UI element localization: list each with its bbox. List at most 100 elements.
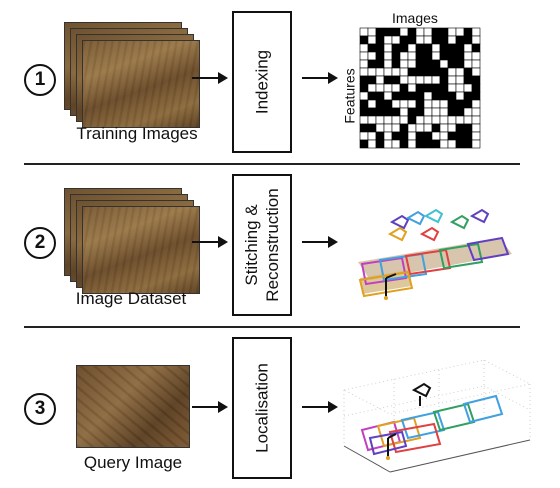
- matrix-cell: [471, 27, 481, 37]
- matrix-cell: [423, 115, 433, 125]
- matrix-cell: [415, 131, 425, 141]
- matrix-cell: [367, 35, 377, 45]
- matrix-cell: [439, 123, 449, 133]
- matrix-cell: [375, 75, 385, 85]
- localisation-illustration: [342, 359, 532, 473]
- matrix-cell: [423, 139, 433, 149]
- matrix-cell: [463, 51, 473, 61]
- matrix-cell: [439, 131, 449, 141]
- matrix-cell: [431, 83, 441, 93]
- stack-card-front: [82, 40, 200, 128]
- matrix-cell: [463, 27, 473, 37]
- matrix-cell: [447, 123, 457, 133]
- matrix-cell: [407, 91, 417, 101]
- matrix-cell: [359, 99, 369, 109]
- matrix-cell: [399, 67, 409, 77]
- matrix-cell: [407, 99, 417, 109]
- matrix-cell: [375, 139, 385, 149]
- matrix-cell: [455, 139, 465, 149]
- matrix-cell: [375, 43, 385, 53]
- matrix-cell: [439, 51, 449, 61]
- matrix-cell: [455, 115, 465, 125]
- matrix-cell: [455, 67, 465, 77]
- matrix-cell: [447, 67, 457, 77]
- matrix-cell: [383, 35, 393, 45]
- matrix-cell: [423, 27, 433, 37]
- matrix-cell: [383, 59, 393, 69]
- matrix-cell: [455, 35, 465, 45]
- matrix-cell: [399, 75, 409, 85]
- image-dataset-caption: Image Dataset: [75, 289, 187, 308]
- matrix-cell: [471, 99, 481, 109]
- matrix-cell: [359, 83, 369, 93]
- matrix-cell: [423, 123, 433, 133]
- matrix-cell: [383, 83, 393, 93]
- matrix-cell: [463, 131, 473, 141]
- matrix-cell: [455, 43, 465, 53]
- matrix-cell: [463, 139, 473, 149]
- stitching-label-line1: Stitching &: [242, 204, 261, 286]
- matrix-cell: [463, 123, 473, 133]
- matrix-cell: [375, 131, 385, 141]
- matrix-cell: [375, 115, 385, 125]
- matrix-cell: [439, 75, 449, 85]
- matrix-cell: [375, 123, 385, 133]
- matrix-cell: [447, 43, 457, 53]
- query-image-caption: Query Image: [83, 453, 183, 472]
- arrow-1b: [302, 72, 338, 84]
- matrix-cell: [471, 59, 481, 69]
- matrix-cell: [423, 91, 433, 101]
- step-3-badge: 3: [24, 393, 56, 425]
- stitching-box: Stitching & Reconstruction: [232, 174, 292, 316]
- arrow-3a: [192, 401, 228, 413]
- matrix-cell: [471, 123, 481, 133]
- matrix-cell: [471, 43, 481, 53]
- matrix-cell: [407, 107, 417, 117]
- step-2-number: 2: [34, 232, 46, 253]
- matrix-cell: [367, 27, 377, 37]
- matrix-cell: [359, 115, 369, 125]
- matrix-cell: [359, 43, 369, 53]
- matrix-cell: [399, 131, 409, 141]
- matrix-cell: [367, 99, 377, 109]
- matrix-cell: [415, 139, 425, 149]
- matrix-cell: [415, 75, 425, 85]
- matrix-cell: [463, 83, 473, 93]
- matrix-cell: [399, 59, 409, 69]
- matrix-cell: [415, 43, 425, 53]
- matrix-cell: [455, 59, 465, 69]
- matrix-cell: [463, 35, 473, 45]
- matrix-cell: [415, 123, 425, 133]
- matrix-cell: [375, 67, 385, 77]
- matrix-cell: [367, 91, 377, 101]
- matrix-cell: [455, 99, 465, 109]
- matrix-cell: [463, 91, 473, 101]
- matrix-cell: [447, 27, 457, 37]
- matrix-cell: [431, 99, 441, 109]
- matrix-cell: [439, 115, 449, 125]
- matrix-cell: [367, 51, 377, 61]
- matrix-cell: [471, 75, 481, 85]
- matrix-cell: [431, 91, 441, 101]
- matrix-cell: [447, 107, 457, 117]
- indexing-box: Indexing: [232, 11, 292, 153]
- matrix-cell: [447, 51, 457, 61]
- matrix-cell: [431, 139, 441, 149]
- matrix-cell: [407, 123, 417, 133]
- matrix-cell: [375, 35, 385, 45]
- matrix-cell: [447, 91, 457, 101]
- matrix-cell: [415, 27, 425, 37]
- matrix-cell: [439, 83, 449, 93]
- matrix-cell: [367, 115, 377, 125]
- matrix-cell: [423, 59, 433, 69]
- matrix-cell: [439, 43, 449, 53]
- matrix-cell: [455, 123, 465, 133]
- matrix-cell: [463, 75, 473, 85]
- matrix-cell: [391, 27, 401, 37]
- matrix-cell: [415, 115, 425, 125]
- matrix-cell: [463, 43, 473, 53]
- arrow-2b: [302, 236, 338, 248]
- matrix-cell: [383, 43, 393, 53]
- matrix-cell: [423, 131, 433, 141]
- matrix-cell: [439, 99, 449, 109]
